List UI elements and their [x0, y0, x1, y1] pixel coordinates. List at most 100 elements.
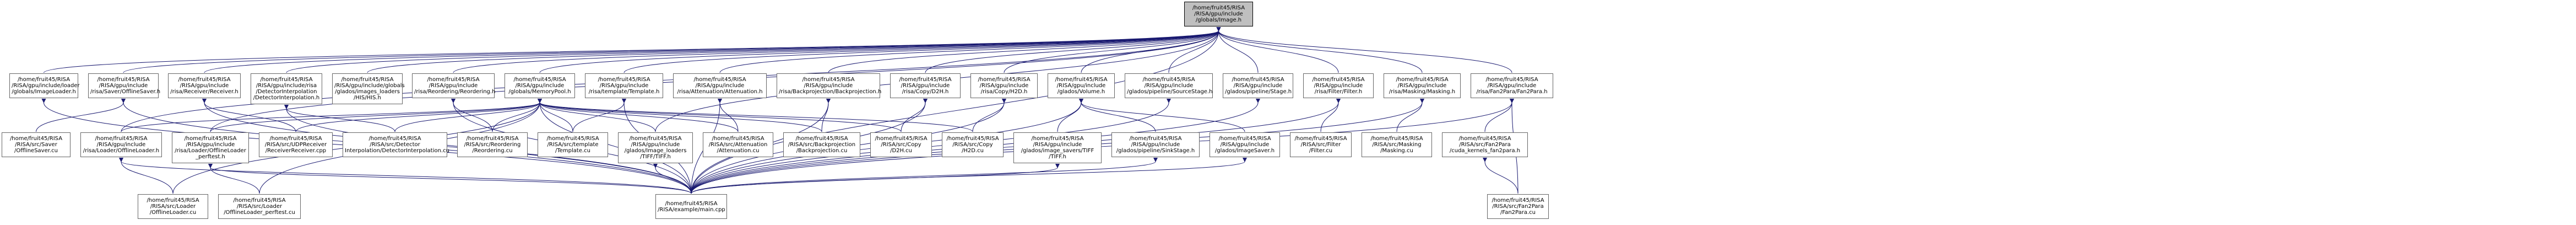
graph-node[interactable]: /home/fruit45/RISA/RISA/src/Fan2Para/cud…	[1442, 132, 1528, 157]
node-label-line: /RISA/src/Saver	[15, 142, 57, 148]
graph-node[interactable]: /home/fruit45/RISA/RISA/src/Copy/H2D.cu	[942, 132, 1004, 157]
dependency-edge	[537, 98, 822, 132]
node-label-line: /globals/ImageLoader.h	[12, 89, 76, 95]
node-label-line: /RISA/src/UDPReceiver	[264, 142, 327, 148]
graph-node[interactable]: /home/fruit45/RISA/RISA/src/Attenuation/…	[703, 132, 773, 157]
node-label-line: /glados/pipeline/Stage.h	[1225, 89, 1292, 95]
graph-node[interactable]: /home/fruit45/RISA/RISA/gpu/include/glad…	[1111, 132, 1200, 157]
dependency-edge	[295, 98, 543, 132]
dependency-edge	[1078, 98, 1245, 132]
graph-node[interactable]: /home/fruit45/RISA/RISA/src/Reordering/R…	[457, 132, 528, 157]
graph-node[interactable]: /home/fruit45/RISA/RISA/src/template/Tem…	[538, 132, 608, 157]
graph-node[interactable]: /home/fruit45/RISA/RISA/src/UDPReceiver/…	[259, 132, 333, 157]
dependency-edge	[821, 98, 831, 132]
node-label-line: /risa/Masking/Masking.h	[1389, 89, 1456, 95]
node-label-line: /home/fruit45/RISA	[1370, 136, 1423, 142]
node-label-line: /risa/Loader/OfflineLoader.h	[83, 148, 160, 154]
graph-node[interactable]: /home/fruit45/RISA/RISA/gpu/include/glad…	[1223, 73, 1293, 98]
graph-node[interactable]: /home/fruit45/RISA/RISA/gpu/include/risa…	[251, 73, 322, 104]
dependency-edge	[537, 98, 692, 194]
graph-node[interactable]: /home/fruit45/RISA/RISA/gpu/include/risa…	[890, 73, 961, 98]
node-label-line: /RISA/gpu/include	[804, 83, 853, 89]
node-label-line: /glados/pipeline/SourceStage.h	[1127, 89, 1213, 95]
node-label-line: /home/fruit45/RISA	[427, 77, 480, 83]
graph-node[interactable]: /home/fruit45/RISA/RISA/gpu/include/risa…	[80, 132, 162, 157]
node-label-line: /RISA/src/Loader	[236, 203, 283, 210]
node-label-line: /home/fruit45/RISA	[665, 200, 718, 207]
node-label-line: /RISA/gpu/include	[1144, 83, 1194, 89]
dependency-edge	[453, 26, 1221, 73]
node-label-line: /glados/pipeline/SinkStage.h	[1116, 148, 1195, 154]
dependency-edge	[691, 26, 1221, 194]
graph-node[interactable]: /home/fruit45/RISA/RISA/gpu/include/risa…	[1471, 73, 1553, 98]
dependency-edge	[208, 163, 692, 194]
graph-node[interactable]: /home/fruit45/RISA/RISA/gpu/include/glad…	[618, 132, 693, 163]
node-label-line: /home/fruit45/RISA	[1458, 136, 1511, 142]
node-label-line: /RISA/src/Attenuation	[708, 142, 768, 148]
node-label-line: /home/fruit45/RISA	[1485, 77, 1538, 83]
graph-node[interactable]: /home/fruit45/RISA/RISA/gpu/include/glad…	[1210, 132, 1280, 157]
graph-node[interactable]: /home/fruit45/RISA/RISA/gpu/include/glad…	[1048, 73, 1115, 98]
node-label-line: /ReceiverReceiver.cpp	[265, 148, 327, 154]
graph-node[interactable]: /home/fruit45/RISA/RISA/gpu/include/glob…	[332, 73, 405, 104]
dependency-edge	[691, 98, 1515, 194]
graph-node[interactable]: /home/fruit45/RISA/RISA/src/Loader/Offli…	[138, 194, 208, 219]
graph-node[interactable]: /home/fruit45/RISA/RISA/src/Copy/D2H.cu	[870, 132, 932, 157]
node-label-line: /home/fruit45/RISA	[97, 77, 150, 83]
node-label-line: /Backprojection.cu	[796, 148, 848, 154]
node-label-line: /risa/Loader/OfflineLoader	[175, 148, 246, 154]
dependency-edge	[202, 98, 692, 194]
node-label-line: /home/fruit45/RISA	[9, 136, 63, 142]
graph-node[interactable]: /home/fruit45/RISA/RISA/gpu/include/glad…	[1125, 73, 1213, 98]
node-label-line: /home/fruit45/RISA	[269, 136, 322, 142]
node-label-line: /RISA/gpu/include	[1487, 83, 1537, 89]
node-label-line: /RISA/src/template	[547, 142, 599, 148]
graph-node[interactable]: /home/fruit45/RISA/RISA/src/Masking/Mask…	[1362, 132, 1432, 157]
node-label-line: /TIFF.h	[1049, 154, 1066, 160]
root-node: /home/fruit45/RISA/RISA/gpu/include/glob…	[1184, 2, 1253, 26]
graph-node[interactable]: /home/fruit45/RISA/RISA/gpu/include/risa…	[1384, 73, 1461, 98]
graph-node[interactable]: /home/fruit45/RISA/RISA/src/Backprojecti…	[783, 132, 860, 157]
dependency-edge	[653, 163, 692, 194]
graph-node[interactable]: /home/fruit45/RISA/RISA/gpu/include/risa…	[412, 73, 495, 98]
graph-node[interactable]: /home/fruit45/RISA/RISA/gpu/include/risa…	[88, 73, 161, 98]
node-label-line: /RISA/gpu/include/loader	[12, 83, 80, 89]
node-label-line: /home/fruit45/RISA	[629, 136, 682, 142]
graph-node[interactable]: /home/fruit45/RISA/RISA/src/Loader/Offli…	[218, 194, 301, 219]
node-label-line: /risa/Saver/OfflineSaver.h	[90, 89, 161, 95]
graph-node[interactable]: /home/fruit45/RISA/RISA/gpu/include/risa…	[1303, 73, 1374, 98]
graph-node[interactable]: /home/fruit45/RISA/RISA/gpu/include/risa…	[585, 73, 663, 98]
dependency-edge	[623, 26, 1221, 73]
graph-node[interactable]: /home/fruit45/RISA/RISA/gpu/include/glad…	[1013, 132, 1102, 163]
graph-node[interactable]: /home/fruit45/RISA/RISA/gpu/include/risa…	[777, 73, 881, 98]
graph-node[interactable]: /home/fruit45/RISA/RISA/src/Fan2Para/Fan…	[1487, 194, 1549, 219]
graph-node[interactable]: /home/fruit45/RISA/RISA/gpu/include/risa…	[168, 73, 241, 98]
graph-node[interactable]: /home/fruit45/RISA/RISA/gpu/include/risa…	[172, 132, 249, 163]
node-label-line: /home/fruit45/RISA	[184, 136, 237, 142]
node-label-line: /RISA/src/Fan2Para	[1492, 203, 1544, 210]
graph-node[interactable]: /home/fruit45/RISA/RISA/gpu/include/glob…	[505, 73, 575, 98]
node-label-line: /H2D.cu	[962, 148, 984, 154]
graph-node[interactable]: /home/fruit45/RISA/RISA/gpu/include/risa…	[673, 73, 767, 98]
node-label-line: /RISA/gpu/include	[979, 83, 1029, 89]
graph-node[interactable]: /home/fruit45/RISA/RISA/gpu/include/load…	[9, 73, 80, 98]
dependency-edge	[44, 26, 1221, 73]
node-label-line: /DetectorInterpolation.h	[253, 95, 320, 101]
node-label-line: /home/fruit45/RISA	[802, 77, 855, 83]
graph-node[interactable]: /home/fruit45/RISA/RISA/src/Saver/Offlin…	[2, 132, 70, 157]
graph-node[interactable]: /home/fruit45/RISA/RISA/gpu/include/risa…	[970, 73, 1038, 98]
dependency-edge	[1216, 26, 1512, 73]
graph-node[interactable]: /home/fruit45/RISA/RISA/src/Filter/Filte…	[1290, 132, 1352, 157]
node-label-line: /HIS/HIS.h	[354, 95, 381, 101]
dependency-edge	[202, 98, 296, 132]
node-label-line: /RISA/gpu/include/risa	[256, 83, 317, 89]
graph-node[interactable]: /home/fruit45/RISA/RISA/example/main.cpp	[655, 194, 727, 219]
dependency-edge	[925, 26, 1221, 73]
node-label-line: /home/fruit45/RISA	[978, 77, 1031, 83]
node-label-line: /home/fruit45/RISA	[1294, 136, 1347, 142]
node-label-line: /RISA/gpu/include/globals	[334, 83, 405, 89]
node-label-line: Interpolation/DetectorInterpolation.cu	[345, 148, 449, 154]
